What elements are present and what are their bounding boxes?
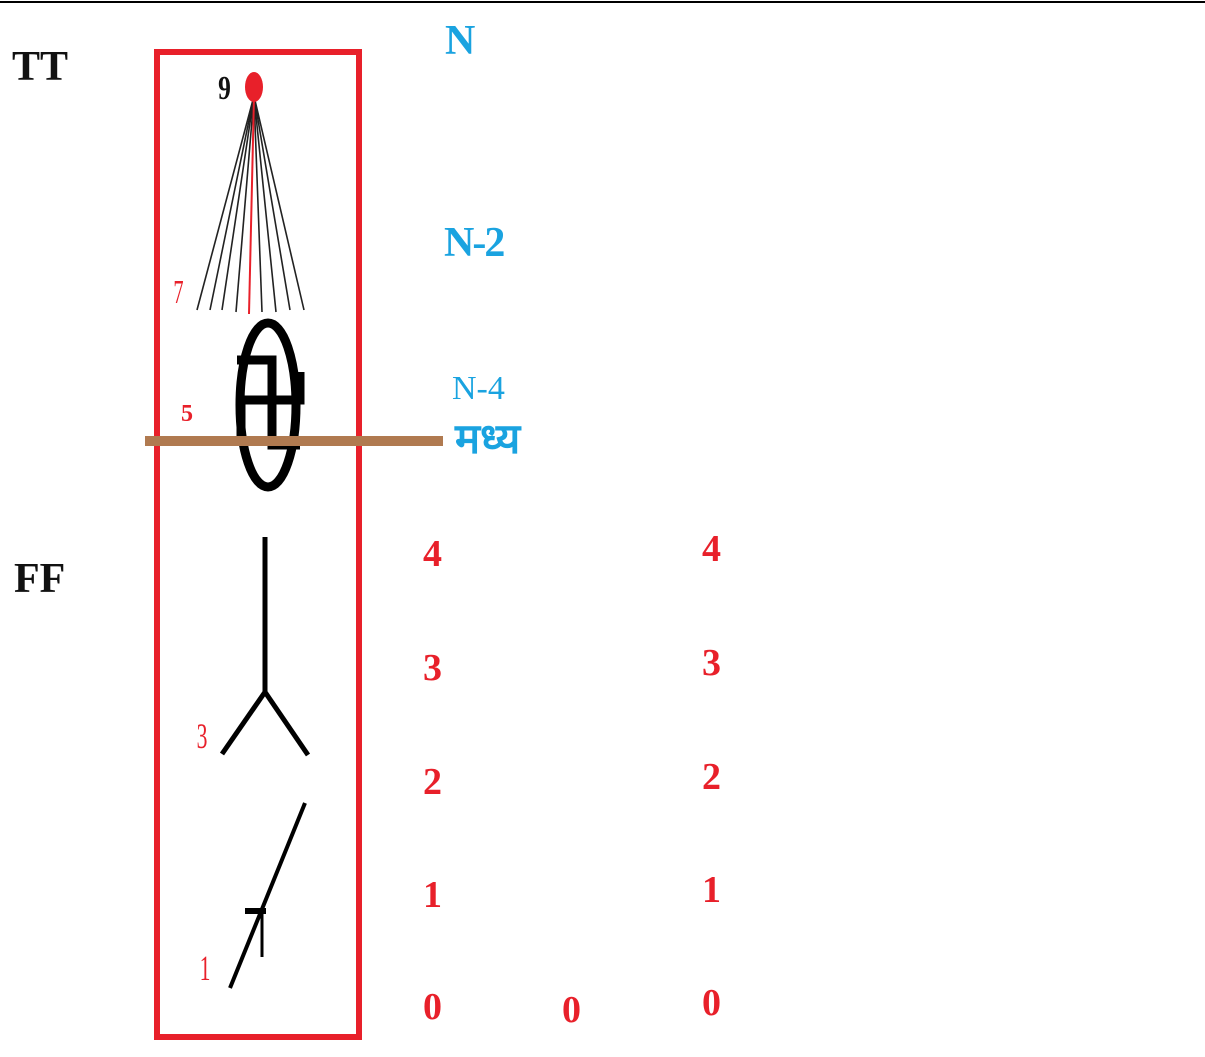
tt-label: TT (12, 44, 69, 90)
col-c-value: 1 (702, 869, 721, 911)
col-c-value: 0 (702, 982, 721, 1024)
radiating-lines-icon (196, 95, 305, 315)
col-a-value: 2 (423, 761, 442, 803)
number-three: 3 (196, 716, 208, 756)
number-seven: 7 (173, 274, 184, 311)
y-branch-icon (219, 537, 311, 757)
red-frame (154, 49, 362, 1040)
col-b-value: 0 (562, 989, 581, 1031)
swastika-loop-icon (235, 318, 305, 492)
col-a-value: 3 (423, 647, 442, 689)
horizontal-bar (145, 436, 443, 446)
col-c-value: 2 (702, 756, 721, 798)
col-a-value: 4 (423, 533, 442, 575)
col-a-value: 1 (423, 874, 442, 916)
slash-hook-icon (228, 802, 307, 989)
level-n-minus-4: N-4 (452, 370, 505, 407)
level-n: N (445, 18, 476, 64)
number-nine: 9 (218, 70, 231, 107)
col-a-value: 0 (423, 986, 442, 1028)
level-middle: मध्य (455, 414, 521, 463)
number-one: 1 (199, 948, 211, 988)
ff-label: FF (14, 556, 66, 602)
col-c-value: 3 (702, 642, 721, 684)
col-c-value: 4 (702, 528, 721, 570)
level-n-minus-2: N-2 (444, 220, 505, 266)
number-five: 5 (181, 401, 193, 427)
red-dot-icon (245, 72, 263, 102)
